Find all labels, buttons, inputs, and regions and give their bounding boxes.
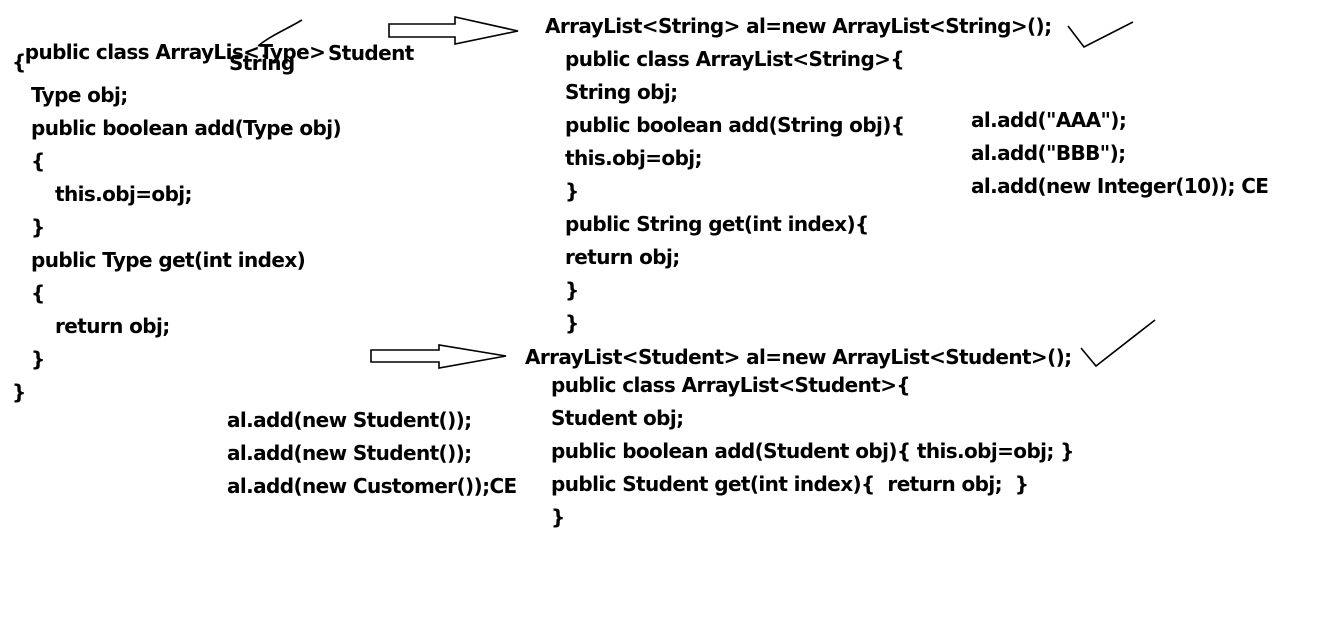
get-method-body: return obj; xyxy=(55,314,170,338)
checkmark-icon xyxy=(1080,319,1156,368)
string-class-line-6: public String get(int index){ xyxy=(565,212,869,236)
string-class-line-3: public boolean add(String obj){ xyxy=(565,113,905,137)
student-add-call-3: al.add(new Customer());CE xyxy=(227,474,517,498)
string-class-line-8: } xyxy=(565,278,579,302)
string-add-call-3: al.add(new Integer(10)); CE xyxy=(971,174,1269,198)
add-method-body: this.obj=obj; xyxy=(55,182,193,206)
string-class-line-2: String obj; xyxy=(565,80,678,104)
class-decl-prefix: public class ArrayLis< xyxy=(24,40,260,64)
type-parameter: Type xyxy=(259,40,310,64)
student-add-call-2: al.add(new Student()); xyxy=(227,441,472,465)
arrow-to-string-block-icon xyxy=(388,16,519,45)
substitution-student-label: Student xyxy=(328,41,414,65)
string-class-line-1: public class ArrayList<String>{ xyxy=(565,47,905,71)
student-arraylist-declaration: ArrayList<Student> al=new ArrayList<Stud… xyxy=(525,345,1072,369)
string-class-line-4: this.obj=obj; xyxy=(565,146,703,170)
field-declaration: Type obj; xyxy=(31,83,128,107)
class-close-brace: } xyxy=(12,380,26,404)
string-class-line-9: } xyxy=(565,311,579,335)
add-method-signature: public boolean add(Type obj) xyxy=(31,116,342,140)
generic-class-declaration: public class ArrayLis<Type> xyxy=(12,16,326,64)
string-add-call-1: al.add("AAA"); xyxy=(971,108,1127,132)
string-arraylist-declaration: ArrayList<String> al=new ArrayList<Strin… xyxy=(545,14,1052,38)
checkmark-icon xyxy=(1067,21,1134,49)
student-class-line-5: } xyxy=(551,505,565,529)
type-strikeout-mark xyxy=(257,19,303,47)
string-class-line-7: return obj; xyxy=(565,245,680,269)
add-method-close-brace: } xyxy=(31,215,45,239)
student-class-line-2: Student obj; xyxy=(551,406,684,430)
student-class-line-1: public class ArrayList<Student>{ xyxy=(551,373,911,397)
get-method-close-brace: } xyxy=(31,347,45,371)
get-method-open-brace: { xyxy=(31,281,45,305)
class-decl-suffix: > xyxy=(309,40,326,64)
string-add-call-2: al.add("BBB"); xyxy=(971,141,1126,165)
student-add-call-1: al.add(new Student()); xyxy=(227,408,472,432)
student-class-line-3: public boolean add(Student obj){ this.ob… xyxy=(551,439,1074,463)
get-method-signature: public Type get(int index) xyxy=(31,248,306,272)
arrow-to-student-block-icon xyxy=(370,344,507,369)
student-class-line-4: public Student get(int index){ return ob… xyxy=(551,472,1029,496)
substitution-string-label: String xyxy=(229,51,295,75)
add-method-open-brace: { xyxy=(31,149,45,173)
string-class-line-5: } xyxy=(565,179,579,203)
class-open-brace: { xyxy=(12,50,26,74)
